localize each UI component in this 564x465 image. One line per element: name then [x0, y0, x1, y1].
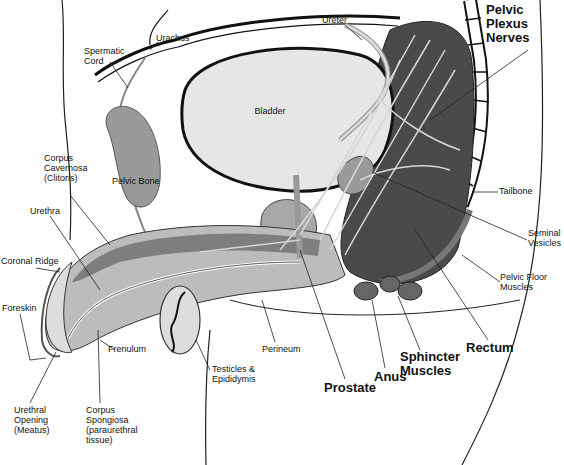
bladder-neck: [296, 175, 300, 258]
part-label: Corpus Cavernosa (Clitoris): [44, 153, 96, 183]
leader-line: [345, 25, 362, 40]
part-label-bold: Anus: [374, 370, 407, 384]
body-outline: [62, 0, 71, 240]
vertebra-tick: [472, 71, 488, 73]
leader-line: [415, 230, 488, 340]
nerve-fibre: [345, 70, 455, 255]
leader-lines: [20, 25, 528, 403]
part-label: Corpus Spongiosa (paraurethral tissue): [86, 405, 150, 445]
part-label: Testicles & Epididymis: [212, 364, 268, 384]
sphincter-muscle: [398, 282, 422, 300]
leader-line: [474, 192, 498, 193]
nerve-fibre: [330, 50, 445, 250]
leader-line: [150, 42, 158, 50]
corpus-cavernosa-band: [72, 234, 320, 282]
part-label: Pelvic Bone: [112, 176, 160, 186]
epididymis: [171, 292, 185, 352]
pelvic-floor-muscle: [380, 210, 470, 282]
nerve-fibre: [280, 60, 400, 250]
testicle-shape: [160, 286, 200, 354]
part-label: Tailbone: [499, 186, 533, 196]
leader-line: [462, 255, 500, 282]
leader-line: [196, 340, 210, 370]
nerve-fibre: [200, 240, 300, 252]
ureter-tube: [340, 25, 388, 140]
part-label-bold: Sphincter Muscles: [400, 350, 472, 378]
part-label: Urethral Opening (Meatus): [14, 405, 64, 435]
part-label: Seminal Vesicles: [528, 228, 564, 248]
sphincter-muscle: [380, 276, 400, 292]
vertebra-tick: [468, 43, 484, 45]
foreskin-fold: [42, 268, 60, 356]
leader-line: [262, 300, 275, 342]
leader-line: [300, 250, 345, 379]
glans: [46, 262, 72, 353]
leader-line: [372, 172, 527, 240]
part-label: Urachus: [156, 33, 190, 43]
sphincter-muscle: [354, 282, 378, 300]
vertebra-tick: [465, 18, 481, 20]
leader-line: [430, 50, 528, 120]
leg-outline: [205, 330, 210, 465]
part-label: Pelvic Floor Muscles: [500, 272, 562, 292]
vertebra-tick: [473, 100, 489, 102]
leader-line: [30, 352, 56, 403]
part-label: Perineum: [262, 344, 301, 354]
leader-line: [110, 62, 128, 88]
pelvic-bone: [106, 106, 160, 207]
part-label: Coronal Ridge: [1, 256, 59, 266]
part-label: Ureter: [322, 15, 347, 25]
part-label-bold: Pelvic Plexus Nerves: [486, 3, 548, 45]
perineum-outline: [230, 300, 520, 315]
ureter-tube: [340, 25, 388, 140]
part-label: Spermatic Cord: [84, 46, 132, 66]
leader-line: [70, 195, 110, 245]
part-label: Urethra: [30, 206, 60, 216]
leader-line: [36, 268, 60, 272]
part-label-bold: Prostate: [324, 381, 376, 395]
part-label-bold: Rectum: [466, 341, 514, 355]
part-label: Frenulum: [108, 344, 146, 354]
leader-line: [20, 314, 46, 360]
nerve-fibres: [200, 35, 460, 255]
leader-line: [398, 296, 420, 350]
leader-line: [50, 216, 100, 290]
leader-line: [98, 330, 100, 403]
part-label: Bladder: [240, 106, 300, 116]
leader-line: [372, 300, 385, 368]
part-label: Foreskin: [2, 303, 37, 313]
